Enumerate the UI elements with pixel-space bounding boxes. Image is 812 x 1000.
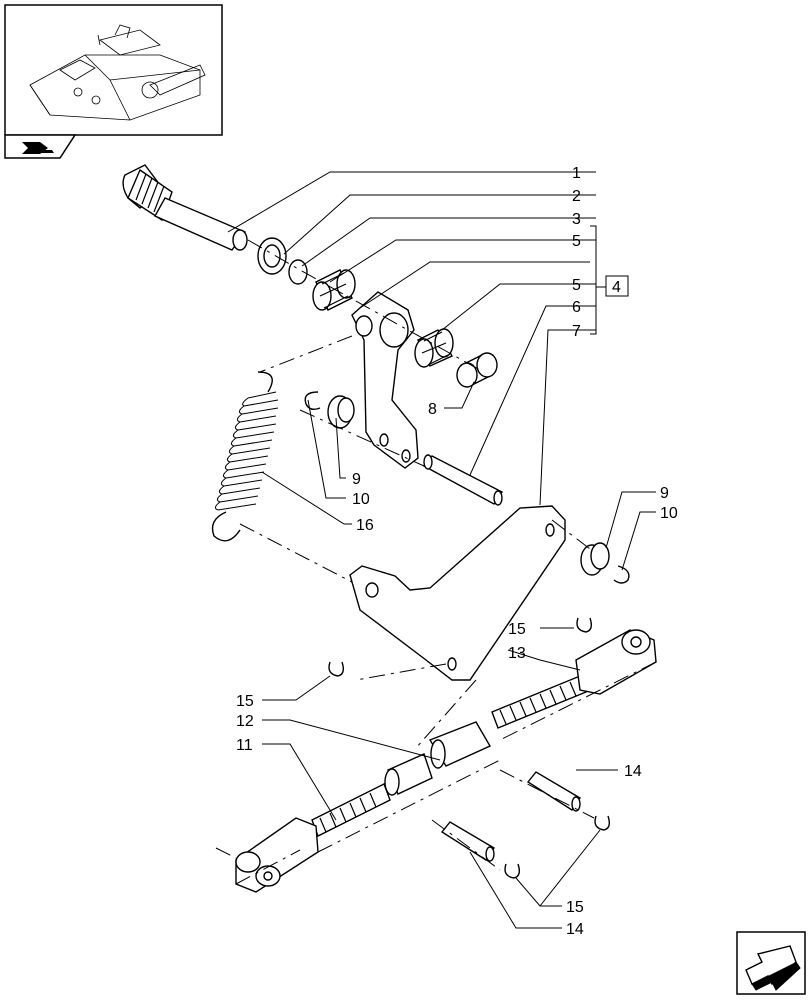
part-9-bushing-right bbox=[580, 542, 610, 576]
part-10-clip-left bbox=[304, 391, 321, 411]
callout-10-right: 10 bbox=[660, 505, 678, 522]
axis-lines bbox=[215, 239, 657, 885]
callout-14-lower: 14 bbox=[566, 921, 584, 938]
callout-labels: 1 2 3 5 4 5 6 7 8 9 10 16 9 10 15 13 15 … bbox=[236, 165, 678, 938]
callout-9-right: 9 bbox=[660, 485, 669, 502]
callout-15-lower: 15 bbox=[566, 899, 584, 916]
callout-8: 8 bbox=[428, 401, 437, 418]
callout-15-upper-right: 15 bbox=[508, 621, 526, 638]
callout-4-box bbox=[605, 275, 629, 297]
part-10-clip-right bbox=[613, 565, 630, 584]
part-13-upper-yoke bbox=[491, 629, 657, 729]
part-7-pin bbox=[422, 454, 504, 506]
callout-11: 11 bbox=[236, 737, 253, 754]
callout-9-left: 9 bbox=[352, 471, 361, 488]
part-15-clip-c bbox=[594, 815, 611, 831]
callout-13: 13 bbox=[508, 645, 526, 662]
part-14-pin-upper bbox=[526, 771, 581, 812]
part-14-pin-lower bbox=[440, 821, 495, 862]
assembly-thumbnail-icon[interactable] bbox=[4, 4, 223, 136]
callout-5-lower: 5 bbox=[572, 277, 581, 294]
callout-1: 1 bbox=[572, 165, 581, 182]
callout-2: 2 bbox=[572, 188, 581, 205]
part-5-bearing-lower bbox=[414, 328, 454, 368]
book-arrow-icon[interactable] bbox=[4, 134, 77, 159]
callout-15-left: 15 bbox=[236, 693, 254, 710]
part-2-washer bbox=[257, 237, 287, 275]
callout-7: 7 bbox=[572, 323, 581, 340]
part-1-shaft bbox=[122, 164, 248, 251]
part-15-clip-b bbox=[576, 617, 593, 633]
part-11-lower-yoke bbox=[235, 783, 391, 893]
next-page-arrow-icon[interactable] bbox=[736, 931, 806, 995]
callout-12: 12 bbox=[236, 713, 254, 730]
callout-6: 6 bbox=[572, 299, 581, 316]
leader-lines bbox=[227, 171, 656, 929]
part-bracket bbox=[349, 505, 566, 681]
callout-10-left: 10 bbox=[352, 491, 370, 508]
callout-3: 3 bbox=[572, 211, 581, 228]
part-16-spring bbox=[211, 371, 279, 542]
part-15-clip-d bbox=[504, 863, 521, 879]
part-8-bushing bbox=[456, 352, 498, 388]
callout-4: 4 bbox=[612, 279, 621, 296]
callout-14-upper: 14 bbox=[624, 763, 642, 780]
part-12-coupling bbox=[384, 721, 491, 796]
part-15-clip-a bbox=[328, 661, 345, 677]
part-5-bearing-upper bbox=[312, 269, 356, 311]
part-9-bushing-left bbox=[327, 395, 355, 429]
callout-5-upper: 5 bbox=[572, 233, 581, 250]
part-6-lever-arm bbox=[351, 291, 419, 469]
callout-16: 16 bbox=[356, 517, 374, 534]
